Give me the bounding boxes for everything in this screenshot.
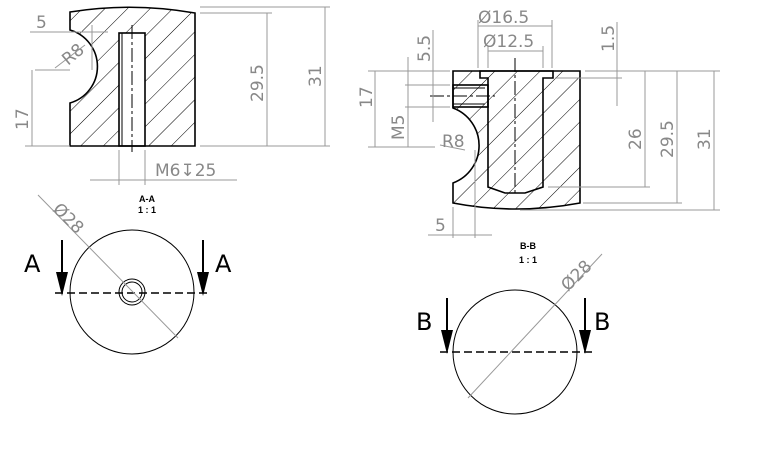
dim-notch-offset: 5: [435, 216, 446, 236]
cut-arrow-right-icon: [197, 272, 209, 296]
dim-inner-height: 29.5: [248, 64, 268, 102]
dimension-lines: [368, 20, 720, 238]
view-a-hole: [118, 278, 146, 306]
dim-notch-height: 17: [357, 86, 377, 108]
dim-counterbore-diameter: Ø16.5: [478, 8, 529, 28]
dimension-lines: [25, 6, 330, 185]
cut-label-left: B: [416, 308, 432, 336]
cut-arrow-left-icon: [56, 272, 68, 296]
view-a-outline: [69, 229, 195, 355]
dim-side-hole-offset: 5.5: [415, 35, 435, 62]
dim-notch-height: 17: [13, 108, 33, 130]
cut-label-left: A: [24, 250, 41, 278]
section-scale: 1 : 1: [138, 205, 156, 215]
cut-arrow-right-icon: [579, 330, 591, 354]
section-a-outline: [69, 6, 196, 147]
dim-total-height: 31: [695, 128, 715, 150]
counterbore-hole: [479, 70, 554, 194]
dim-diameter: Ø28: [557, 257, 596, 296]
section-a-body-hatch: [70, 7, 195, 146]
diameter-leader: [37, 194, 179, 339]
section-a-a: 5 R8 17 29.5 31 M6↧25 A-A 1 : 1: [13, 6, 330, 215]
dim-side-thread: M5: [389, 115, 409, 140]
dim-hole-depth: 26: [626, 128, 646, 150]
dim-total-height: 31: [306, 65, 326, 87]
view-a-hole-inner: [121, 281, 143, 303]
section-label: A-A: [139, 194, 155, 204]
view-a: Ø28 A A: [24, 194, 232, 355]
section-label: B-B: [520, 241, 536, 251]
dim-radius: R8: [442, 132, 465, 152]
cut-label-right: B: [594, 308, 610, 336]
view-b: Ø28 B B: [416, 253, 610, 415]
thread-callout: M6↧25: [155, 161, 216, 181]
diameter-leader: [467, 253, 603, 399]
dim-counterbore-depth: 1.5: [599, 25, 619, 52]
dim-hole-diameter: Ø12.5: [483, 32, 534, 52]
section-b-body-hatch: [453, 71, 580, 209]
cut-arrow-left-icon: [441, 330, 453, 354]
dim-notch-offset: 5: [36, 13, 47, 33]
section-b-outline: [452, 70, 581, 210]
dim-inner-height: 29.5: [658, 120, 678, 158]
section-scale: 1 : 1: [519, 255, 537, 265]
cut-label-right: A: [215, 250, 232, 278]
section-b-b: Ø16.5 Ø12.5 1.5 5.5 17 M5 R8 26 29.5 31 …: [357, 8, 720, 265]
dim-radius: R8: [58, 40, 88, 70]
dim-diameter: Ø28: [48, 199, 87, 238]
